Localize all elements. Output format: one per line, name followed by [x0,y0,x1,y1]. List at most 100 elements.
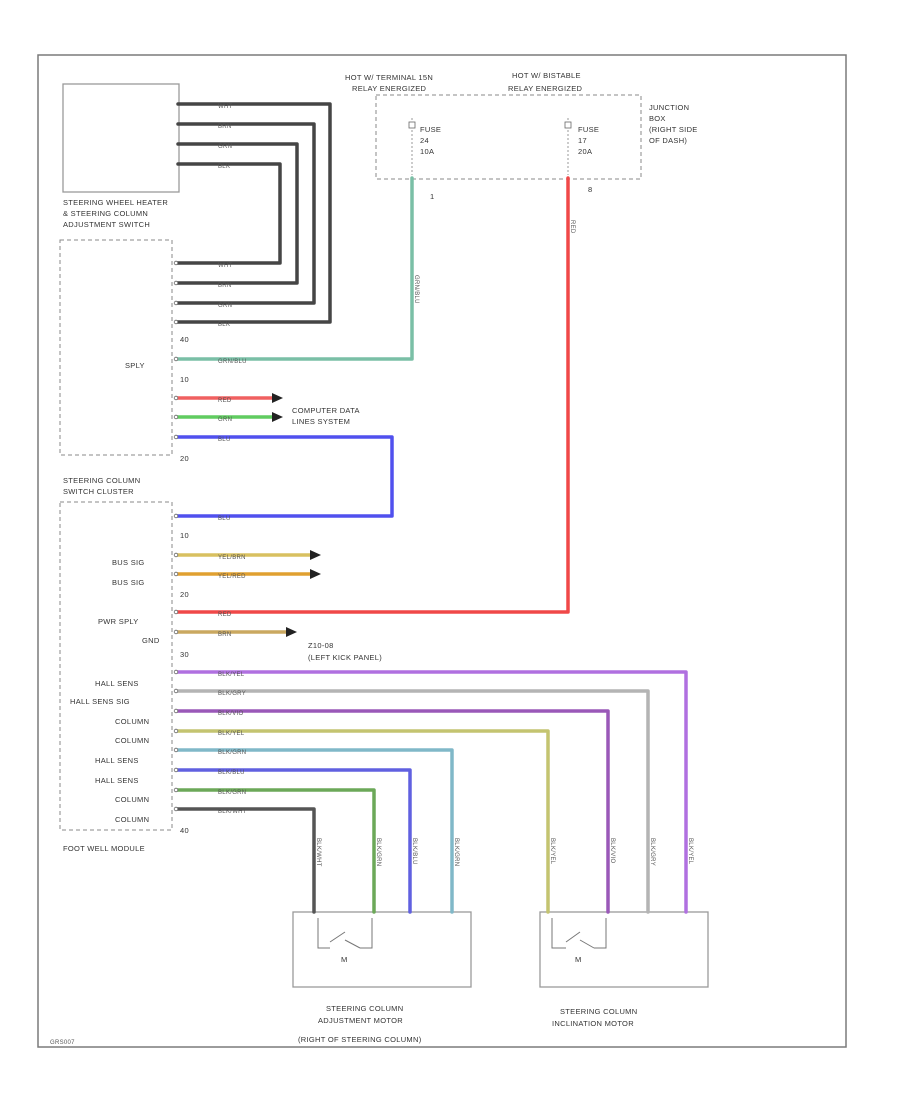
wire-label-motor-1: BLK/YEL [218,672,245,678]
ground-dest-label-1: Z10-08 [308,641,334,650]
pin-label-gnd: GND [142,636,160,645]
ref-code: GRS007 [50,1040,75,1046]
sw-heater-switch-label-1: STEERING WHEEL HEATER [63,198,168,207]
wire-label-yel-red: YEL/RED [218,574,246,580]
wire-label-vertical-6: BLK/VIO [609,838,615,863]
wire-motor-cyan [174,748,454,914]
pin-label-column-3: COLUMN [115,795,149,804]
wire-label-vertical-1: BLK/WHT [315,838,321,867]
wire-label-yel-brn: YEL/BRN [218,555,246,561]
wire-motor-purple [174,709,610,914]
wire-label-motor-4: BLK/YEL [218,731,245,737]
wire-label-motor-3: BLK/VIO [218,711,243,717]
pin-dot [173,300,179,306]
sw-heater-switch-label-2: & STEERING COLUMN [63,209,148,218]
junction-box [375,94,642,180]
wire-label-red-power: RED [218,612,232,618]
pin-dot [173,806,179,812]
pin-dot [173,767,179,773]
adjust-motor-label-2: ADJUSTMENT MOTOR [318,1016,403,1025]
fuse-24-pin: 1 [430,192,434,201]
wire-label-switch-bottom-1: WHT [218,263,233,269]
sw-heater-switch-label-3: ADJUSTMENT SWITCH [63,220,150,229]
pin-label-column-1: COLUMN [115,717,149,726]
inclination-motor-symbol: M [575,955,582,964]
inclination-motor-label-2: INCLINATION MOTOR [552,1019,634,1028]
pin-label-hall-sens-2: HALL SENS [95,756,139,765]
wire-label-switch-top-3: GRN [218,144,232,150]
fuse-17-label-1: FUSE [578,125,599,134]
pin-dot [173,513,179,519]
pin-dot [173,787,179,793]
wire-label-blu-top: BLU [218,437,231,443]
wire-label-vertical-4: BLK/GRN [453,838,459,866]
wire-motor-violet [174,670,688,914]
wire-label-vertical-7: BLK/GRY [649,838,655,866]
pin-number-20-mid: 20 [180,590,189,599]
wire-motor-blue [174,768,412,914]
pin-label-column-4: COLUMN [115,815,149,824]
pin-dot [173,356,179,362]
pin-label-column-2: COLUMN [115,736,149,745]
data-lines-label-1: COMPUTER DATA [292,406,360,415]
fuse-17-icon [564,121,572,129]
pin-dot [173,280,179,286]
pin-dot [173,669,179,675]
arrow-yel-brn [310,550,321,560]
pin-label-hall-sens-1: HALL SENS [95,679,139,688]
wire-label-switch-bottom-2: BRN [218,283,232,289]
data-lines-label-2: LINES SYSTEM [292,417,350,426]
fuse-17-label-3: 20A [578,147,592,156]
wire-label-grn-blu-vertical: GRN/BLU [413,275,419,304]
switch-cluster-label-2: SWITCH CLUSTER [63,487,134,496]
diagram-frame [37,54,847,1048]
pin-dot [173,260,179,266]
wire-label-vertical-2: BLK/GRN [375,838,381,866]
wire-label-vertical-3: BLK/BLU [411,838,417,865]
pin-number-10-mid: 10 [180,531,189,540]
power-left-label-2: RELAY ENERGIZED [352,84,427,93]
footwell-module-box [59,501,173,831]
wire-label-motor-6: BLK/BLU [218,770,245,776]
wire-label-red-data: RED [218,398,232,404]
inclination-motor-label-1: STEERING COLUMN [560,1007,637,1016]
wire-label-brn: BRN [218,632,232,638]
wire-label-grn-data: GRN [218,417,232,423]
wire-label-motor-2: BLK/GRY [218,691,246,697]
connector-pins [173,260,179,812]
pin-label-pwr-sply: PWR SPLY [98,617,139,626]
arrow-red-data [272,393,283,403]
pin-label-hall-sens-3: HALL SENS [95,776,139,785]
pin-dot [173,319,179,325]
arrow-grn-data [272,412,283,422]
wire-label-blu-bottom: BLU [218,516,231,522]
power-right-label-2: RELAY ENERGIZED [508,84,583,93]
pin-number-10-top: 10 [180,375,189,384]
adjust-motor-label-3: (RIGHT OF STEERING COLUMN) [298,1035,422,1044]
wire-label-motor-5: BLK/GRN [218,750,246,756]
power-left-label-1: HOT W/ TERMINAL 15N [345,73,433,82]
fuse-17-pin: 8 [588,185,592,194]
wire-label-switch-top-4: BLK [218,164,230,170]
fuse-17-label-2: 17 [578,136,587,145]
wire-blu-loop [174,435,394,518]
ground-dest-label-2: (LEFT KICK PANEL) [308,653,382,662]
wire-switch-loop-4 [174,162,282,265]
wire-switch-loop-1 [174,102,332,324]
junction-box-label-4: OF DASH) [649,136,687,145]
pin-number-40-bottom: 40 [180,826,189,835]
pin-dot [173,414,179,420]
inclination-motor-switch-symbol [551,918,607,949]
pin-dot [173,434,179,440]
fuse-24-label-1: FUSE [420,125,441,134]
pin-label-bus-sig-2: BUS SIG [112,578,145,587]
pin-dot [173,747,179,753]
arrow-ground [286,627,297,637]
wire-label-vertical-8: BLK/YEL [687,838,693,865]
wire-label-switch-top-2: BRN [218,124,232,130]
switch-cluster-box [59,239,173,456]
wire-label-motor-7: BLK/GRN [218,790,246,796]
pin-label-hall-sens-sig: HALL SENS SIG [70,697,130,706]
wire-motor-olive [174,729,550,914]
power-right-label-1: HOT W/ BISTABLE [512,71,581,80]
